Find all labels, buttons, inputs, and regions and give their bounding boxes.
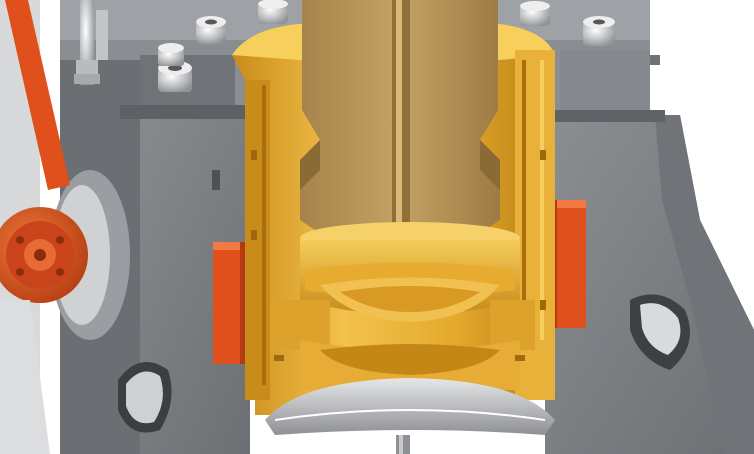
engine-casting-right [545, 110, 754, 454]
bolt-5 [583, 16, 615, 46]
bolt-4 [520, 1, 550, 26]
piston [270, 222, 535, 390]
bolt-3 [258, 0, 288, 24]
valve [265, 378, 555, 454]
liner-details [251, 150, 546, 361]
pulley-assembly [0, 0, 130, 454]
bolt-2 [196, 16, 226, 44]
bolts [153, 0, 660, 102]
bolt-1 [153, 61, 197, 102]
bolt-6 [158, 43, 184, 66]
cylinder-head-studs [74, 0, 108, 85]
inner-chamber [300, 0, 500, 240]
